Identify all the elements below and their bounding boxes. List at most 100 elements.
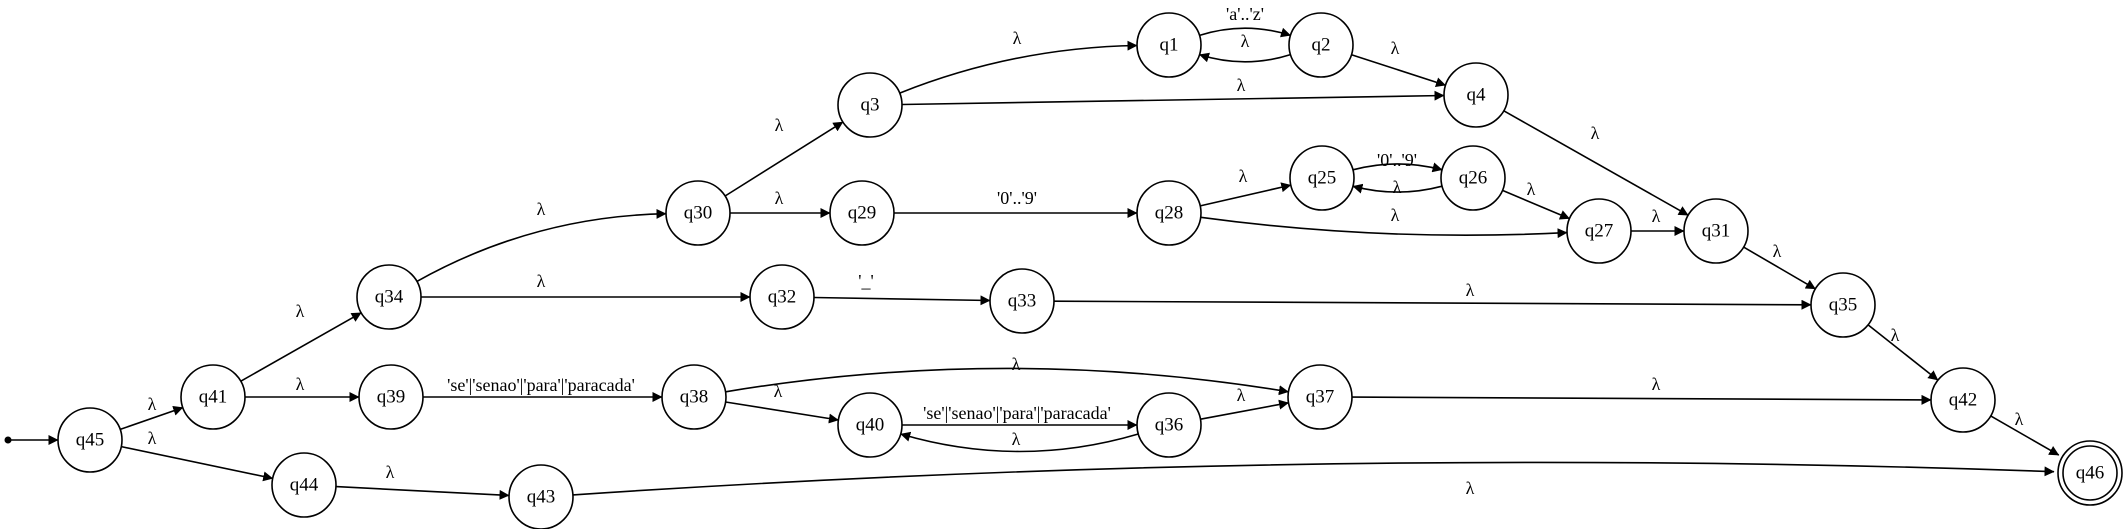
state-q29-label: q29 [848,202,877,223]
edge-q2-to-q1 [1199,52,1291,63]
edge-q2-to-q4 [1351,54,1446,88]
edge-q34-to-q30 [416,208,667,283]
state-q37: q37 [1287,364,1353,430]
start-point [4,436,12,444]
edge-label-q34-to-q32: λ [537,271,546,291]
state-q38: q38 [661,364,727,430]
state-q33-circle [989,268,1055,334]
state-q39-circle [358,364,424,430]
edge-q35-to-q42 [1867,324,1939,381]
edge-q36-to-q37 [1200,399,1289,420]
state-q3-circle [837,72,903,138]
edge-label-q27-to-q31: λ [1652,206,1661,226]
edge-label-q2-to-q1: λ [1241,31,1250,51]
state-q33: q33 [989,268,1055,334]
state-q4-circle [1443,62,1509,128]
edge-q43-to-q46 [572,461,2055,496]
state-q27: q27 [1566,198,1632,264]
state-q40: q40 [837,392,903,458]
state-q29-circle [829,180,895,246]
state-q42-label: q42 [1949,389,1978,410]
edge-q45-to-q44 [121,445,274,482]
edge-label-q2-to-q4: λ [1391,38,1400,58]
state-q32: q32 [749,264,815,330]
edge-label-q42-to-q46: λ [2015,409,2024,429]
state-q36-label: q36 [1155,414,1184,435]
state-q4-label: q4 [1467,84,1487,105]
state-q1-label: q1 [1160,34,1179,55]
edge-q26-to-q27 [1502,189,1570,220]
edge-label-q44-to-q43: λ [386,462,395,482]
edge-label-q36-to-q40: λ [1012,429,1021,449]
edge-q26-to-q25 [1352,183,1443,194]
edge-q30-to-q3 [724,121,844,197]
state-q39: q39 [358,364,424,430]
state-q34-label: q34 [375,286,404,307]
edge-q1-to-q2 [1199,27,1291,38]
state-q43: q43 [508,464,574,529]
state-q34: q34 [356,264,422,330]
state-q42: q42 [1930,367,1996,433]
state-q34-circle [356,264,422,330]
edge-label-q40-to-q36: 'se'|'senao'|'para'|'paracada' [923,403,1111,423]
state-q30-circle [665,180,731,246]
state-q25: q25 [1289,145,1355,211]
edge-label-q36-to-q37: λ [1237,385,1246,405]
edge-q41-to-q34 [240,312,362,382]
state-q26-label: q26 [1459,167,1488,188]
edge-label-q37-to-q42: λ [1652,374,1661,394]
state-q43-label: q43 [527,486,556,507]
state-q46-label: q46 [2076,462,2105,483]
state-q35: q35 [1810,272,1876,338]
state-q2-label: q2 [1312,34,1331,55]
edge-label-q29-to-q28: '0'..'9' [997,188,1037,208]
state-q31: q31 [1683,198,1749,264]
edge-q25-to-q26 [1352,162,1443,173]
state-q41-label: q41 [199,386,228,407]
state-q31-circle [1683,198,1749,264]
edge-q33-to-q35 [1053,299,1812,310]
edge-label-q3-to-q1: λ [1013,28,1022,48]
edge-label-q41-to-q34: λ [296,301,305,321]
edge-label-q32-to-q33: '_' [858,271,874,291]
state-q37-label: q37 [1306,386,1335,407]
edge-label-q43-to-q46: λ [1466,478,1475,498]
state-q30: q30 [665,180,731,246]
state-q3: q3 [837,72,903,138]
state-q31-label: q31 [1702,220,1731,241]
state-q36: q36 [1136,392,1202,458]
state-q45: q45 [57,407,123,473]
state-q26-circle [1440,145,1506,211]
state-q2: q2 [1288,12,1354,78]
edge-q38-to-q37 [725,367,1289,396]
state-q37-circle [1287,364,1353,430]
state-q32-label: q32 [768,286,797,307]
edge-label-q4-to-q31: λ [1591,123,1600,143]
edge-label-q39-to-q38: 'se'|'senao'|'para'|'paracada' [447,375,635,395]
edge-q45-to-q41 [119,406,184,431]
edge-label-q1-to-q2: 'a'..'z' [1226,4,1264,24]
state-q28-label: q28 [1155,202,1184,223]
edge-label-q30-to-q29: λ [775,188,784,208]
edge-label-q26-to-q25: λ [1393,177,1402,197]
state-q44-label: q44 [290,474,319,495]
edge-label-q30-to-q3: λ [775,115,784,135]
state-q39-label: q39 [377,386,406,407]
state-q45-label: q45 [76,429,105,450]
edge-q3-to-q1 [899,40,1138,94]
state-q44-circle [271,452,337,518]
state-q1: q1 [1136,12,1202,78]
edge-label-q31-to-q35: λ [1773,241,1782,261]
state-q38-circle [661,364,727,430]
edge-label-q45-to-q41: λ [148,394,157,414]
state-q46-accept-ring [2062,445,2118,501]
state-q43-circle [508,464,574,529]
state-q25-circle [1289,145,1355,211]
edge-q31-to-q35 [1743,246,1816,290]
edge-label-q38-to-q40: λ [774,381,783,401]
state-q41-circle [180,364,246,430]
state-q30-label: q30 [684,202,713,223]
state-q26: q26 [1440,145,1506,211]
state-q33-label: q33 [1008,290,1037,311]
edge-label-q34-to-q30: λ [537,199,546,219]
